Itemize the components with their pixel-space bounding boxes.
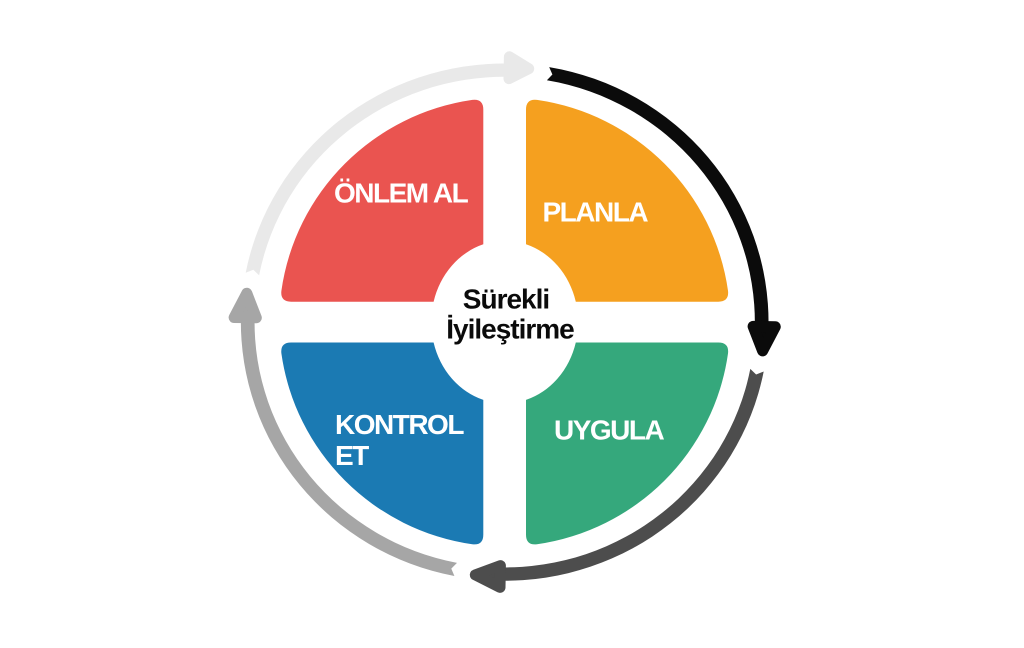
svg-text:İyileştirme: İyileştirme xyxy=(446,314,574,345)
svg-text:PLANLA: PLANLA xyxy=(543,197,649,228)
svg-text:KONTROL: KONTROL xyxy=(335,409,464,440)
svg-text:ÖNLEM AL: ÖNLEM AL xyxy=(334,178,469,209)
svg-text:ET: ET xyxy=(335,440,369,471)
svg-text:Sürekli: Sürekli xyxy=(463,284,549,315)
svg-text:UYGULA: UYGULA xyxy=(554,415,665,446)
